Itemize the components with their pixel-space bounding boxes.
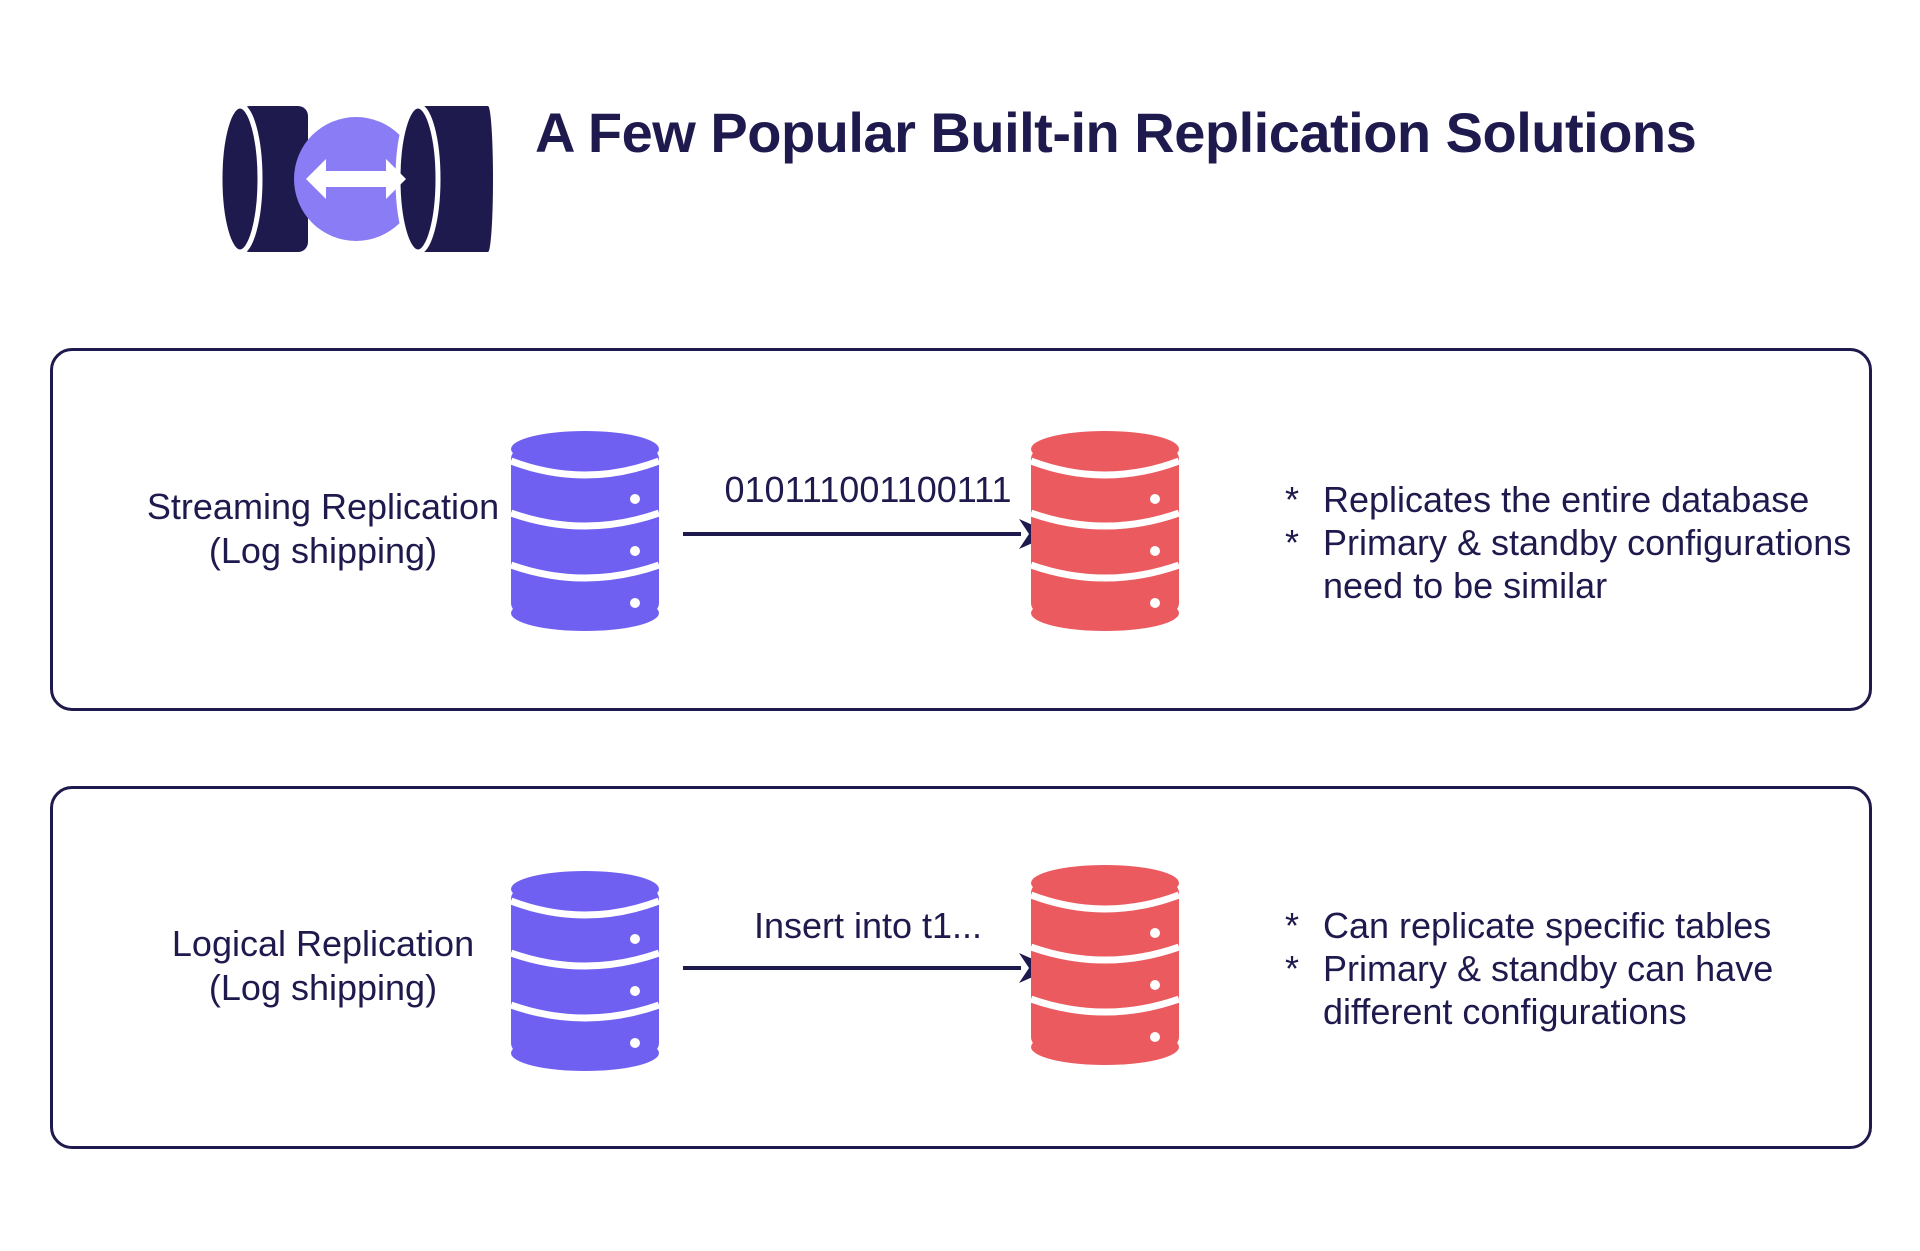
logical-replication-panel: Logical Replication (Log shipping) Inser… xyxy=(50,786,1872,1149)
arrow-right-icon xyxy=(683,519,1053,549)
method-name: Streaming Replication xyxy=(146,486,500,527)
method-subtitle: (Log shipping) xyxy=(208,530,438,571)
target-database-icon xyxy=(1031,865,1179,1065)
notes-list: * Replicates the entire database * Prima… xyxy=(1285,478,1905,607)
note-item: * Primary & standby configurations need … xyxy=(1285,521,1905,607)
page-title: A Few Popular Built-in Replication Solut… xyxy=(535,101,1697,164)
method-name: Logical Replication xyxy=(171,923,475,964)
arrow-right-icon xyxy=(683,953,1053,983)
note-text: Primary & standby configurations need to… xyxy=(1323,522,1852,606)
method-label: Streaming Replication (Log shipping) xyxy=(73,485,573,573)
replication-logo-icon xyxy=(218,104,493,255)
bullet-marker: * xyxy=(1285,479,1300,520)
note-text: Primary & standby can have different con… xyxy=(1323,948,1774,1032)
method-label: Logical Replication (Log shipping) xyxy=(73,922,573,1010)
bullet-marker: * xyxy=(1285,905,1300,946)
source-database-icon xyxy=(511,871,659,1071)
notes-list: * Can replicate specific tables * Primar… xyxy=(1285,904,1905,1033)
method-subtitle: (Log shipping) xyxy=(208,967,438,1008)
source-database-icon xyxy=(511,431,659,631)
flow-label: 010111001100111 xyxy=(724,469,1012,510)
target-database-icon xyxy=(1031,431,1179,631)
note-text: Replicates the entire database xyxy=(1323,479,1810,520)
flow-label: Insert into t1... xyxy=(753,905,983,946)
note-item: * Primary & standby can have different c… xyxy=(1285,947,1905,1033)
bullet-marker: * xyxy=(1285,948,1300,989)
note-text: Can replicate specific tables xyxy=(1323,905,1772,946)
note-item: * Replicates the entire database xyxy=(1285,478,1905,521)
bullet-marker: * xyxy=(1285,522,1300,563)
streaming-replication-panel: Streaming Replication (Log shipping) 010… xyxy=(50,348,1872,711)
note-item: * Can replicate specific tables xyxy=(1285,904,1905,947)
